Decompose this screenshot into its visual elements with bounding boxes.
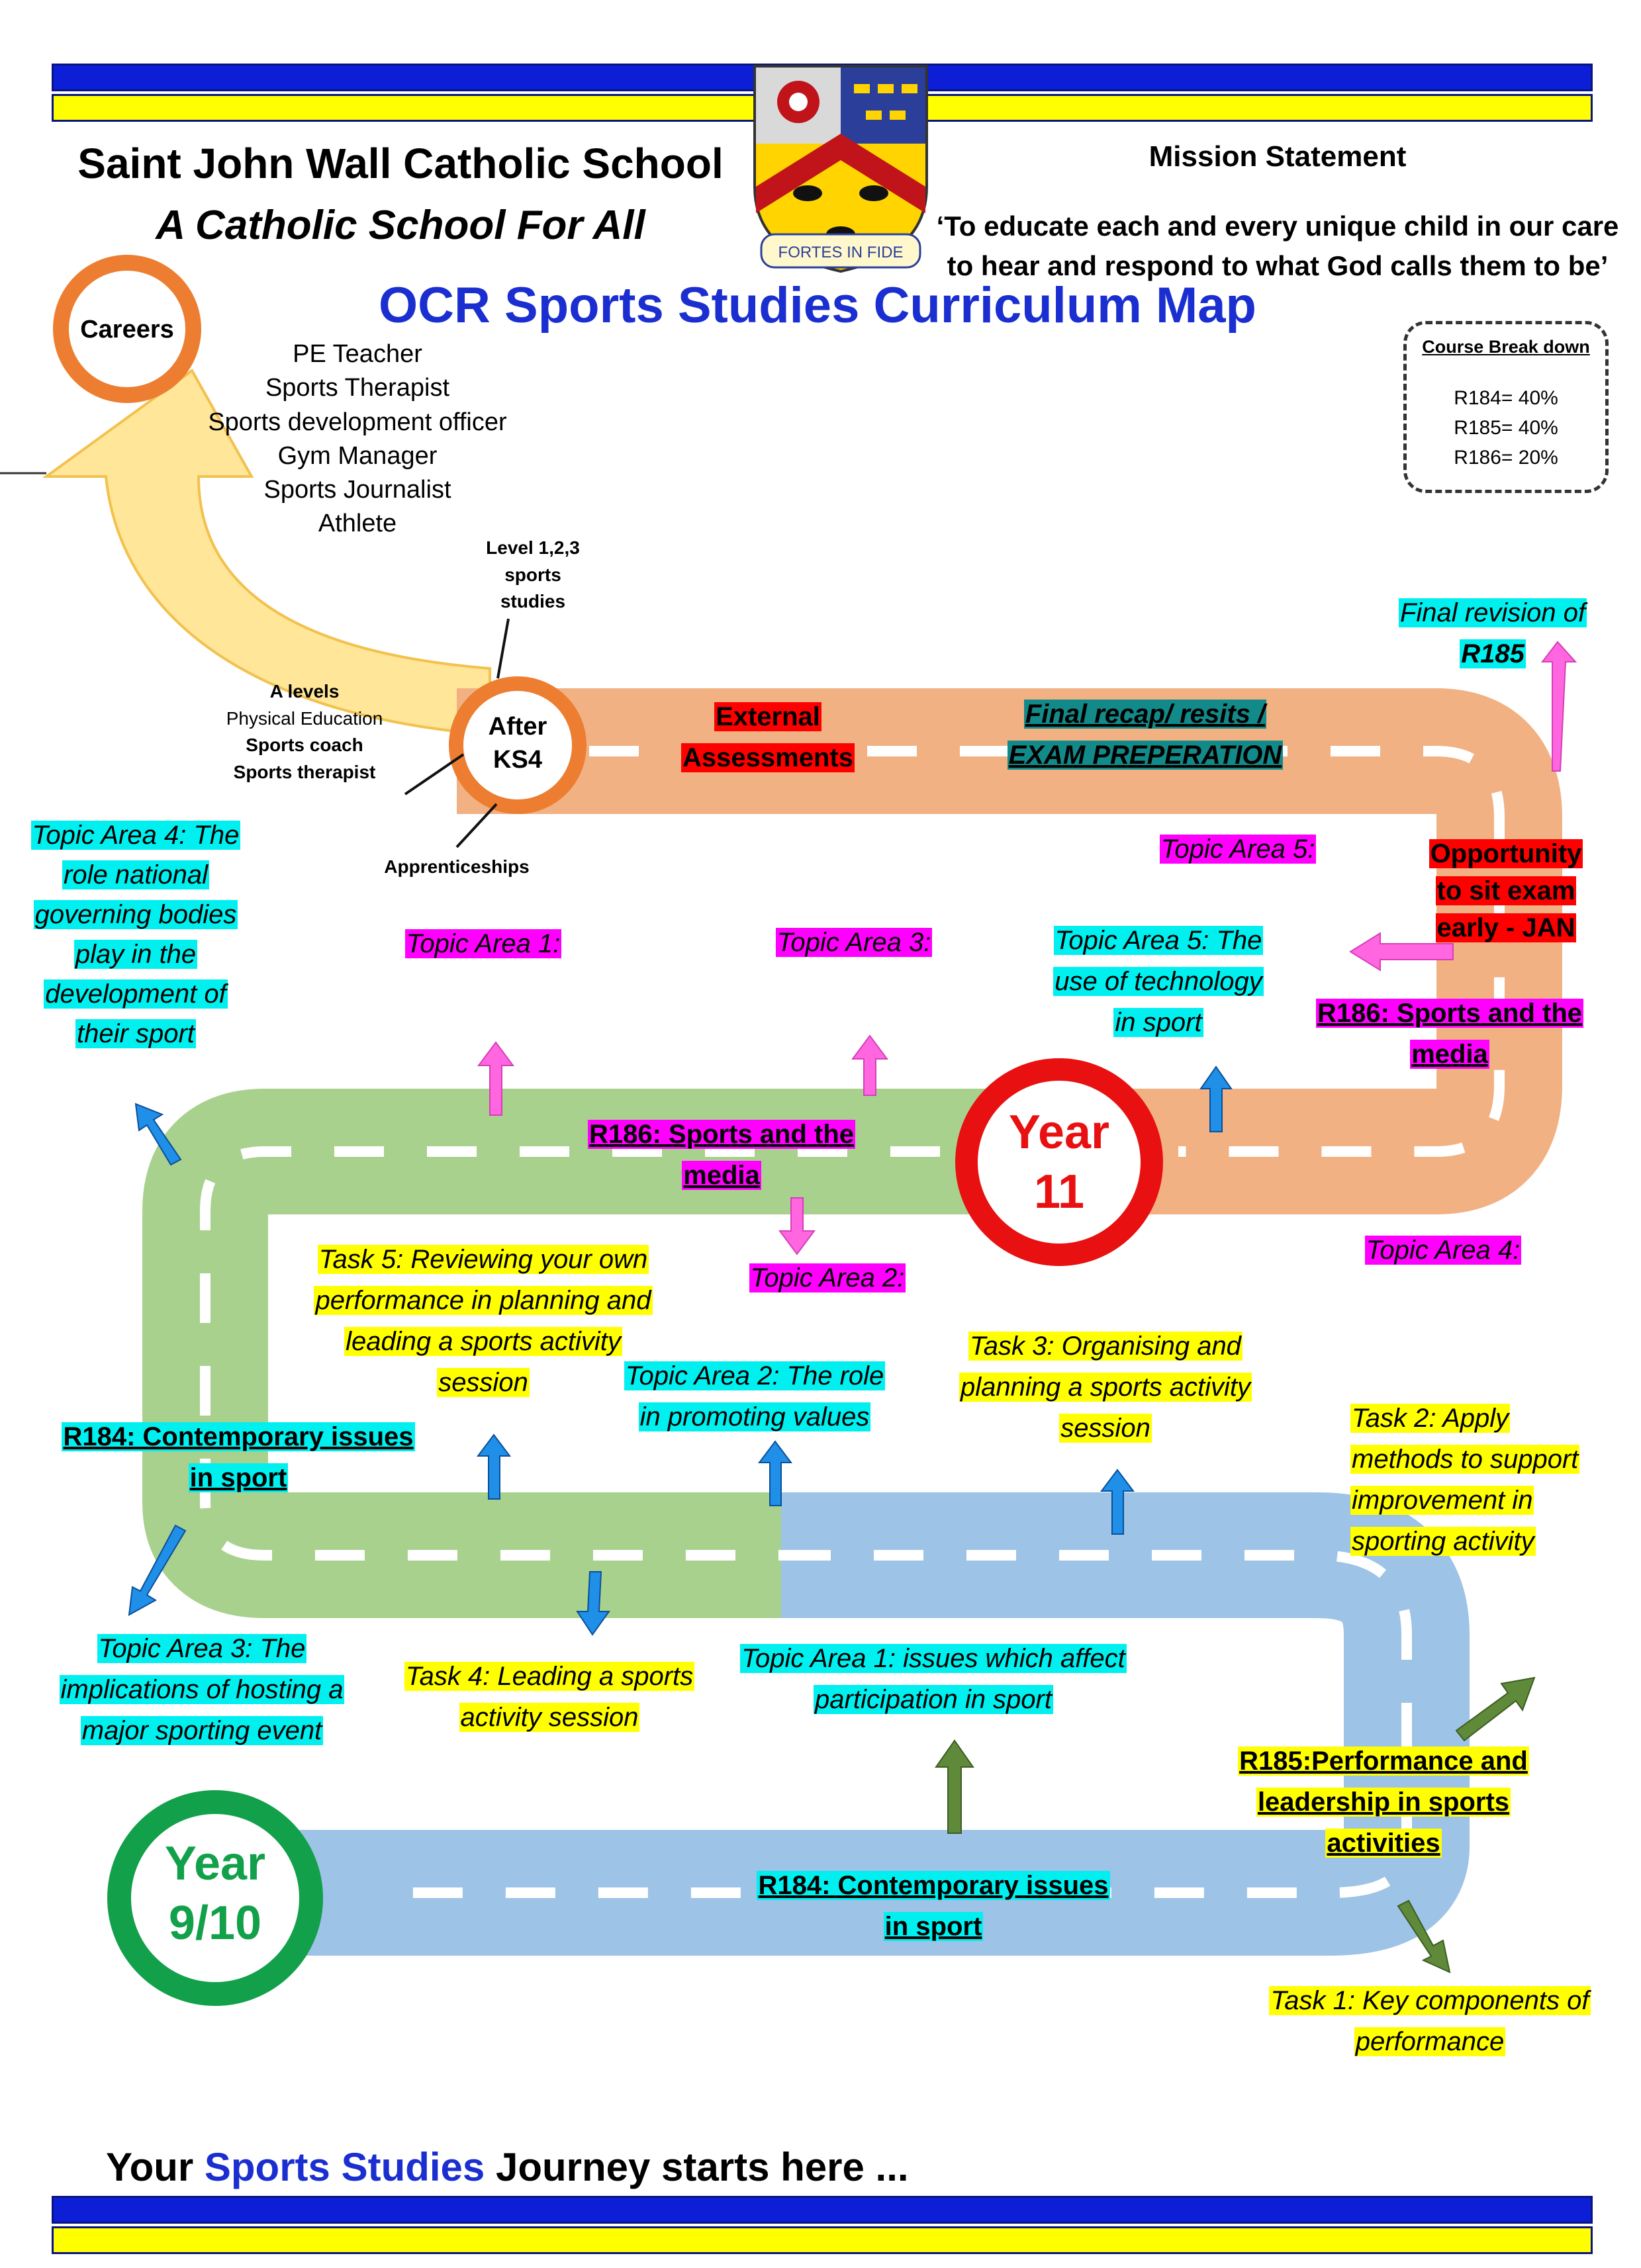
task-3-label: Task 3: Organising and planning a sports… (959, 1332, 1252, 1443)
external-assessments-label: External Assessments (681, 702, 855, 772)
topic-area-1-issues-label: Topic Area 1: issues which affect partic… (740, 1644, 1127, 1714)
r185-unit-label: R185:Performance and leadership in sport… (1238, 1746, 1529, 1858)
topic-area-3-label: Topic Area 3: (775, 928, 933, 957)
after-ks4-label: KS4 (493, 746, 542, 774)
footer-yellow-bar (52, 2226, 1593, 2254)
final-recap-label: Final recap/ resits / EXAM PREPERATION (1007, 700, 1284, 770)
arrow-down-icon (778, 1197, 816, 1255)
breakdown-item: R185= 40% (1454, 417, 1558, 439)
topic-area-5-technology-label: Topic Area 5: The use of technology in s… (1053, 926, 1264, 1037)
page-title: OCR Sports Studies Curriculum Map (379, 277, 1256, 334)
task-1-label: Task 1: Key components of performance (1269, 1986, 1591, 2056)
arrow-up-icon (477, 1041, 514, 1116)
a-levels-label: A levels Physical Education Sports coach… (226, 681, 383, 782)
careers-circle (53, 255, 201, 403)
arrow-down-icon (576, 1571, 610, 1636)
arrow-up-icon (1100, 1469, 1135, 1535)
course-breakdown-heading: Course Break down (1422, 337, 1590, 357)
arrow-up-icon (1540, 641, 1577, 772)
course-breakdown-box (1403, 321, 1609, 493)
arrow-down-icon (128, 1524, 187, 1616)
apprenticeships-label: Apprenticeships (384, 856, 530, 877)
arrow-up-icon (134, 1103, 182, 1166)
arrow-up-icon (477, 1433, 511, 1500)
topic-area-1-label: Topic Area 1: (404, 929, 562, 958)
careers-list: PE Teacher Sports Therapist Sports devel… (192, 338, 523, 541)
topic-area-4-label: Topic Area 4: (1364, 1236, 1522, 1265)
year-9-10-circle (107, 1790, 323, 2006)
topic-area-5-label: Topic Area 5: (1159, 835, 1317, 864)
career-item: PE Teacher (293, 340, 422, 368)
career-item: Sports development officer (208, 408, 507, 436)
arrow-left-icon (1349, 932, 1454, 972)
arrow-up-icon (935, 1739, 974, 1834)
career-item: Sports Therapist (265, 374, 450, 402)
r184-unit-label: R184: Contemporary issues in sport (757, 1871, 1110, 1941)
r186-unit-label: R186: Sports and the media (587, 1120, 856, 1190)
year-9-10-label: Year (165, 1837, 265, 1890)
arrow-down-icon (1397, 1899, 1451, 1973)
school-motto: A Catholic School For All (156, 203, 645, 248)
footer-tagline: Your Sports Studies Journey starts here … (106, 2145, 909, 2189)
topic-area-3-hosting-label: Topic Area 3: The implications of hostin… (59, 1634, 345, 1745)
arrow-up-icon (851, 1034, 888, 1096)
opportunity-label: Opportunity to sit exam early - JAN (1429, 839, 1583, 942)
r184-unit-label: R184: Contemporary issues in sport (62, 1422, 415, 1492)
mission-line-1: ‘To educate each and every unique child … (936, 210, 1619, 242)
school-name: Saint John Wall Catholic School (77, 140, 724, 187)
arrow-up-icon (1455, 1676, 1536, 1742)
year-11-label: 11 (1034, 1165, 1084, 1218)
topic-area-2-label: Topic Area 2: (749, 1263, 906, 1293)
crest-motto: FORTES IN FIDE (778, 244, 904, 261)
careers-label: Careers (80, 316, 174, 343)
career-item: Gym Manager (277, 441, 438, 470)
task-2-label: Task 2: Apply methods to support improve… (1350, 1404, 1580, 1556)
r186-unit-label: R186: Sports and the media (1315, 999, 1584, 1069)
mission-line-2: to hear and respond to what God calls th… (947, 250, 1609, 281)
breakdown-item: R186= 20% (1454, 447, 1558, 469)
arrow-up-icon (1199, 1066, 1233, 1132)
after-ks4-label: After (489, 713, 547, 741)
after-ks4-circle (449, 676, 586, 814)
year-11-circle (955, 1058, 1163, 1266)
arrow-up-icon (758, 1440, 792, 1506)
footer-blue-bar (52, 2196, 1593, 2224)
topic-area-2-values-label: Topic Area 2: The role in promoting valu… (624, 1361, 886, 1431)
year-11-label: Year (1009, 1106, 1109, 1159)
final-revision-label: Final revision of R185 (1398, 598, 1587, 668)
career-item: Athlete (318, 510, 397, 538)
year-9-10-label: 9/10 (169, 1897, 261, 1950)
topic-area-4-ngb-label: Topic Area 4: The role national governin… (30, 821, 241, 1048)
breakdown-item: R184= 40% (1454, 387, 1558, 409)
task-5-label: Task 5: Reviewing your own performance i… (314, 1245, 653, 1397)
mission-heading: Mission Statement (1149, 140, 1407, 173)
task-4-label: Task 4: Leading a sports activity sessio… (404, 1662, 695, 1732)
level-studies-label: Level 1,2,3 sports studies (486, 537, 580, 612)
school-crest-icon: FORTES IN FIDE (753, 65, 928, 273)
career-item: Sports Journalist (263, 476, 451, 504)
